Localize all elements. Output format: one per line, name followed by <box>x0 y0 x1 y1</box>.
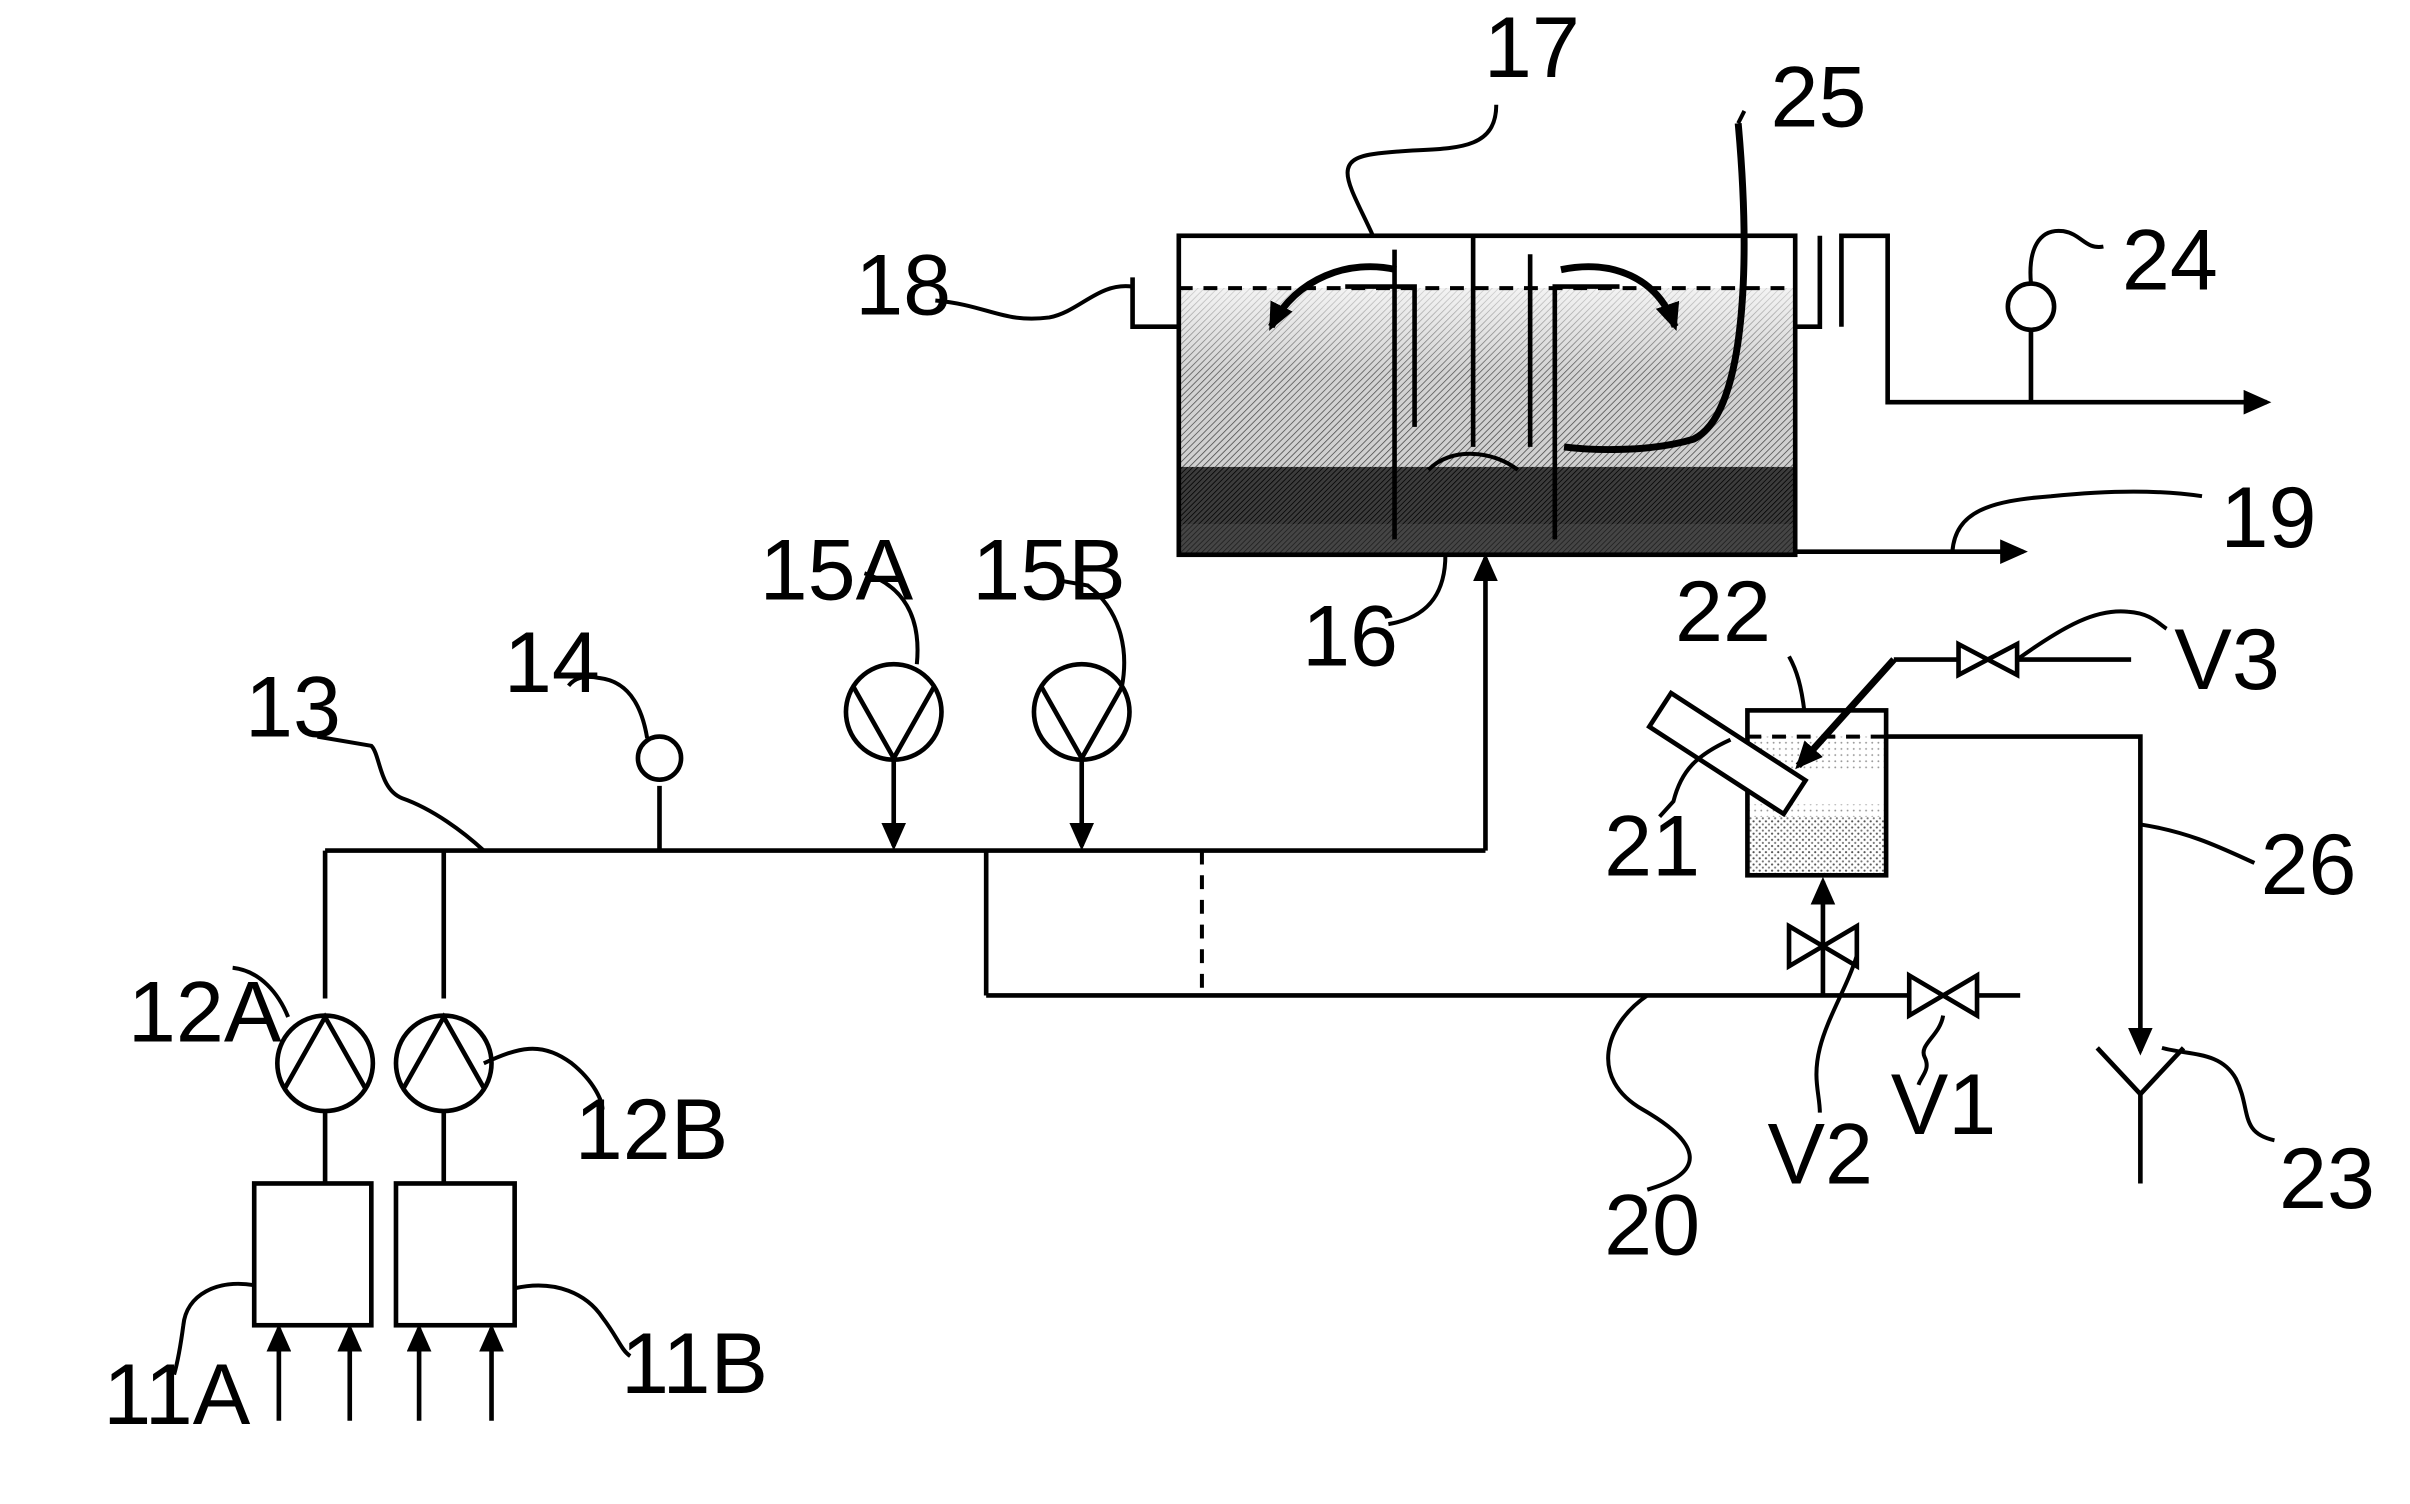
label-v2: V2 <box>1767 1106 1873 1202</box>
label-19: 19 <box>2221 470 2317 566</box>
drain-23-icon <box>2097 1048 2183 1184</box>
label-v1: V1 <box>1891 1057 1997 1153</box>
label-12b: 12B <box>575 1082 729 1178</box>
label-12a: 12A <box>128 965 282 1061</box>
label-16: 16 <box>1302 589 1398 685</box>
overflow-inlet-18 <box>1133 277 1179 326</box>
label-15a: 15A <box>760 522 914 618</box>
label-v3: V3 <box>2174 612 2280 708</box>
label-18: 18 <box>855 237 951 333</box>
feed-pump-12b <box>396 1016 492 1112</box>
sensor-14-icon <box>638 737 681 780</box>
label-14: 14 <box>504 615 600 711</box>
dosing-pump-15a <box>846 664 942 846</box>
label-23: 23 <box>2279 1131 2375 1227</box>
label-22: 22 <box>1675 564 1771 660</box>
tank-inlets <box>279 1328 492 1420</box>
label-11a: 11A <box>103 1347 251 1443</box>
label-21: 21 <box>1604 798 1700 894</box>
settling-tank <box>1179 123 1795 554</box>
valve-v1-icon <box>1909 975 1977 1015</box>
label-25: 25 <box>1771 49 1867 145</box>
feed-pump-12a <box>277 1016 373 1112</box>
label-20: 20 <box>1604 1177 1700 1273</box>
label-11b: 11B <box>621 1316 768 1412</box>
label-17: 17 <box>1484 0 1580 96</box>
dosing-pump-15b <box>1034 664 1130 846</box>
valve-v3-icon <box>1959 644 2018 675</box>
tank-11a <box>254 1183 371 1325</box>
tank-11b <box>396 1183 515 1325</box>
label-24: 24 <box>2122 213 2218 309</box>
label-13: 13 <box>245 660 341 756</box>
label-15b: 15B <box>972 522 1126 618</box>
label-26: 26 <box>2261 817 2357 913</box>
sensor-24-icon <box>2008 284 2054 330</box>
